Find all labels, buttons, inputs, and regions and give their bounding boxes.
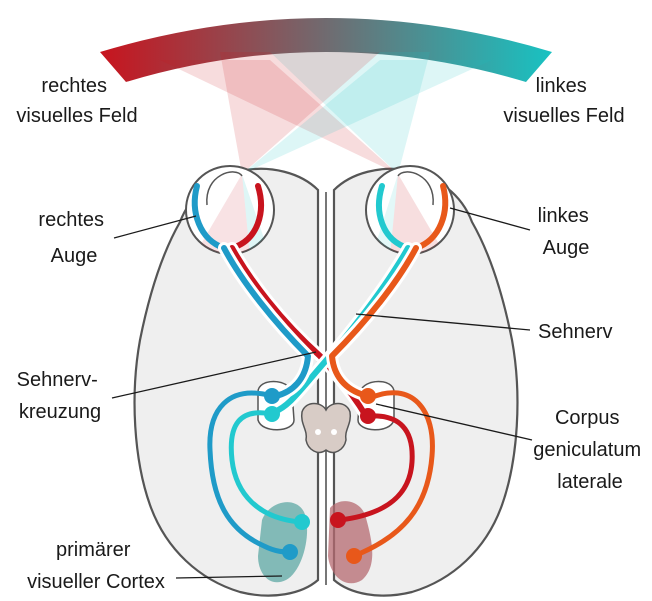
label-left-eye: linkes Auge — [538, 205, 595, 259]
label-optic-nerve: Sehnerv — [538, 321, 613, 343]
label-optic-chiasm: Sehnerv- kreuzung — [17, 369, 104, 423]
lgn-right-dot-blue — [264, 388, 280, 404]
lgn-left-dot-red — [360, 408, 376, 424]
midbrain-dot — [315, 429, 321, 435]
label-right-eye: rechtes Auge — [38, 209, 109, 267]
cortex-dot-blue — [282, 544, 298, 560]
label-left-visual-field: linkes visuelles Feld — [503, 75, 624, 127]
midbrain-icon — [302, 404, 351, 453]
midbrain-dot — [331, 429, 337, 435]
cortex-dot-red — [330, 512, 346, 528]
cortex-dot-orange — [346, 548, 362, 564]
cortex-dot-cyan — [294, 514, 310, 530]
lgn-left-dot-orange — [360, 388, 376, 404]
lgn-right-dot-cyan — [264, 406, 280, 422]
label-lgn: Corpus geniculatum laterale — [533, 407, 646, 493]
label-right-visual-field: rechtes visuelles Feld — [16, 75, 137, 127]
label-primary-visual-cortex: primärer visueller Cortex — [27, 539, 165, 593]
